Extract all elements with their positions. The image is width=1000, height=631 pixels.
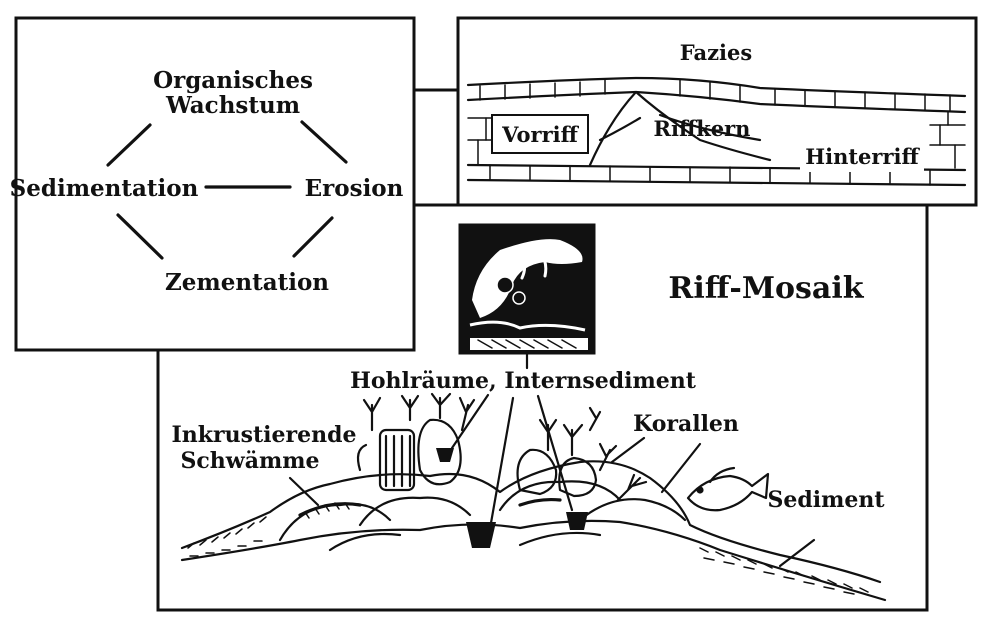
coral-colonies-right xyxy=(516,406,648,502)
erosion-label: Erosion xyxy=(305,175,404,202)
corals-arrow-2 xyxy=(660,442,702,494)
mound-2 xyxy=(358,496,472,527)
cycle-link-growth-erosion xyxy=(300,120,348,164)
reef-mosaic-title: Riff-Mosaik xyxy=(668,271,864,306)
reef-top-outline xyxy=(180,460,882,584)
fore-reef-label: Vorriff xyxy=(501,122,579,147)
facies-section: Fazies xyxy=(466,40,967,187)
internal-sediment-layer xyxy=(470,338,588,350)
sponge-crust-2 xyxy=(518,497,562,507)
mound-5 xyxy=(328,532,402,552)
process-cycle-box xyxy=(14,16,416,352)
cavities-arrow-2 xyxy=(486,396,515,542)
cycle-link-growth-sedimentation xyxy=(106,123,152,167)
cycle-link-erosion-cementation xyxy=(292,216,334,258)
cycle-link-sedimentation-cementation xyxy=(116,213,164,260)
cavity-void xyxy=(472,239,583,318)
sediment-talus xyxy=(187,516,869,595)
organic-growth-label-1: Organisches xyxy=(153,67,313,94)
facies-brick-pattern xyxy=(467,79,966,186)
reef-core-strata-2 xyxy=(658,113,762,142)
reef-base-outline xyxy=(180,519,887,602)
back-reef-label: Hinterriff xyxy=(805,144,920,169)
cementation-label: Zementation xyxy=(165,269,329,296)
reef-core-strata-1 xyxy=(598,116,642,142)
mound-4 xyxy=(578,498,687,522)
facies-base-line xyxy=(466,178,967,187)
process-cycle: Organisches Wachstum Sedimentation Erosi… xyxy=(10,67,404,296)
corals-label: Korallen xyxy=(633,411,739,437)
cavities-arrow-3 xyxy=(536,394,574,512)
organic-growth-label-2: Wachstum xyxy=(165,92,300,119)
fish xyxy=(686,466,770,512)
mound-6 xyxy=(518,531,602,547)
cavity-3 xyxy=(436,448,454,462)
back-reef-panel xyxy=(800,142,924,172)
fore-reef-panel xyxy=(491,114,589,154)
internal-sediment-hatching xyxy=(477,339,577,349)
corals-arrow-1 xyxy=(610,436,646,464)
sponges-label-1: Inkrustierende xyxy=(172,422,357,448)
cavity-2 xyxy=(566,512,588,530)
reef-core-label: Riffkern xyxy=(654,116,751,141)
facies-title: Fazies xyxy=(680,40,752,65)
cavity-inset xyxy=(458,223,596,355)
sediment-arrow xyxy=(778,538,816,568)
cavity-1 xyxy=(466,522,496,548)
facies-top-line xyxy=(466,76,967,98)
cavities-label: Hohlräume, Internsediment xyxy=(350,368,697,394)
reef-core-mound xyxy=(588,90,772,167)
sediment-label: Sediment xyxy=(767,487,885,513)
sedimentation-label: Sedimentation xyxy=(10,175,199,202)
sponges-label-2: Schwämme xyxy=(180,448,319,474)
reef-mosaic: Riff-Mosaik Hohlräume, Internsediment In… xyxy=(172,223,887,602)
sponge-crust-hatch xyxy=(304,502,350,519)
coral-colonies-left xyxy=(356,392,476,492)
